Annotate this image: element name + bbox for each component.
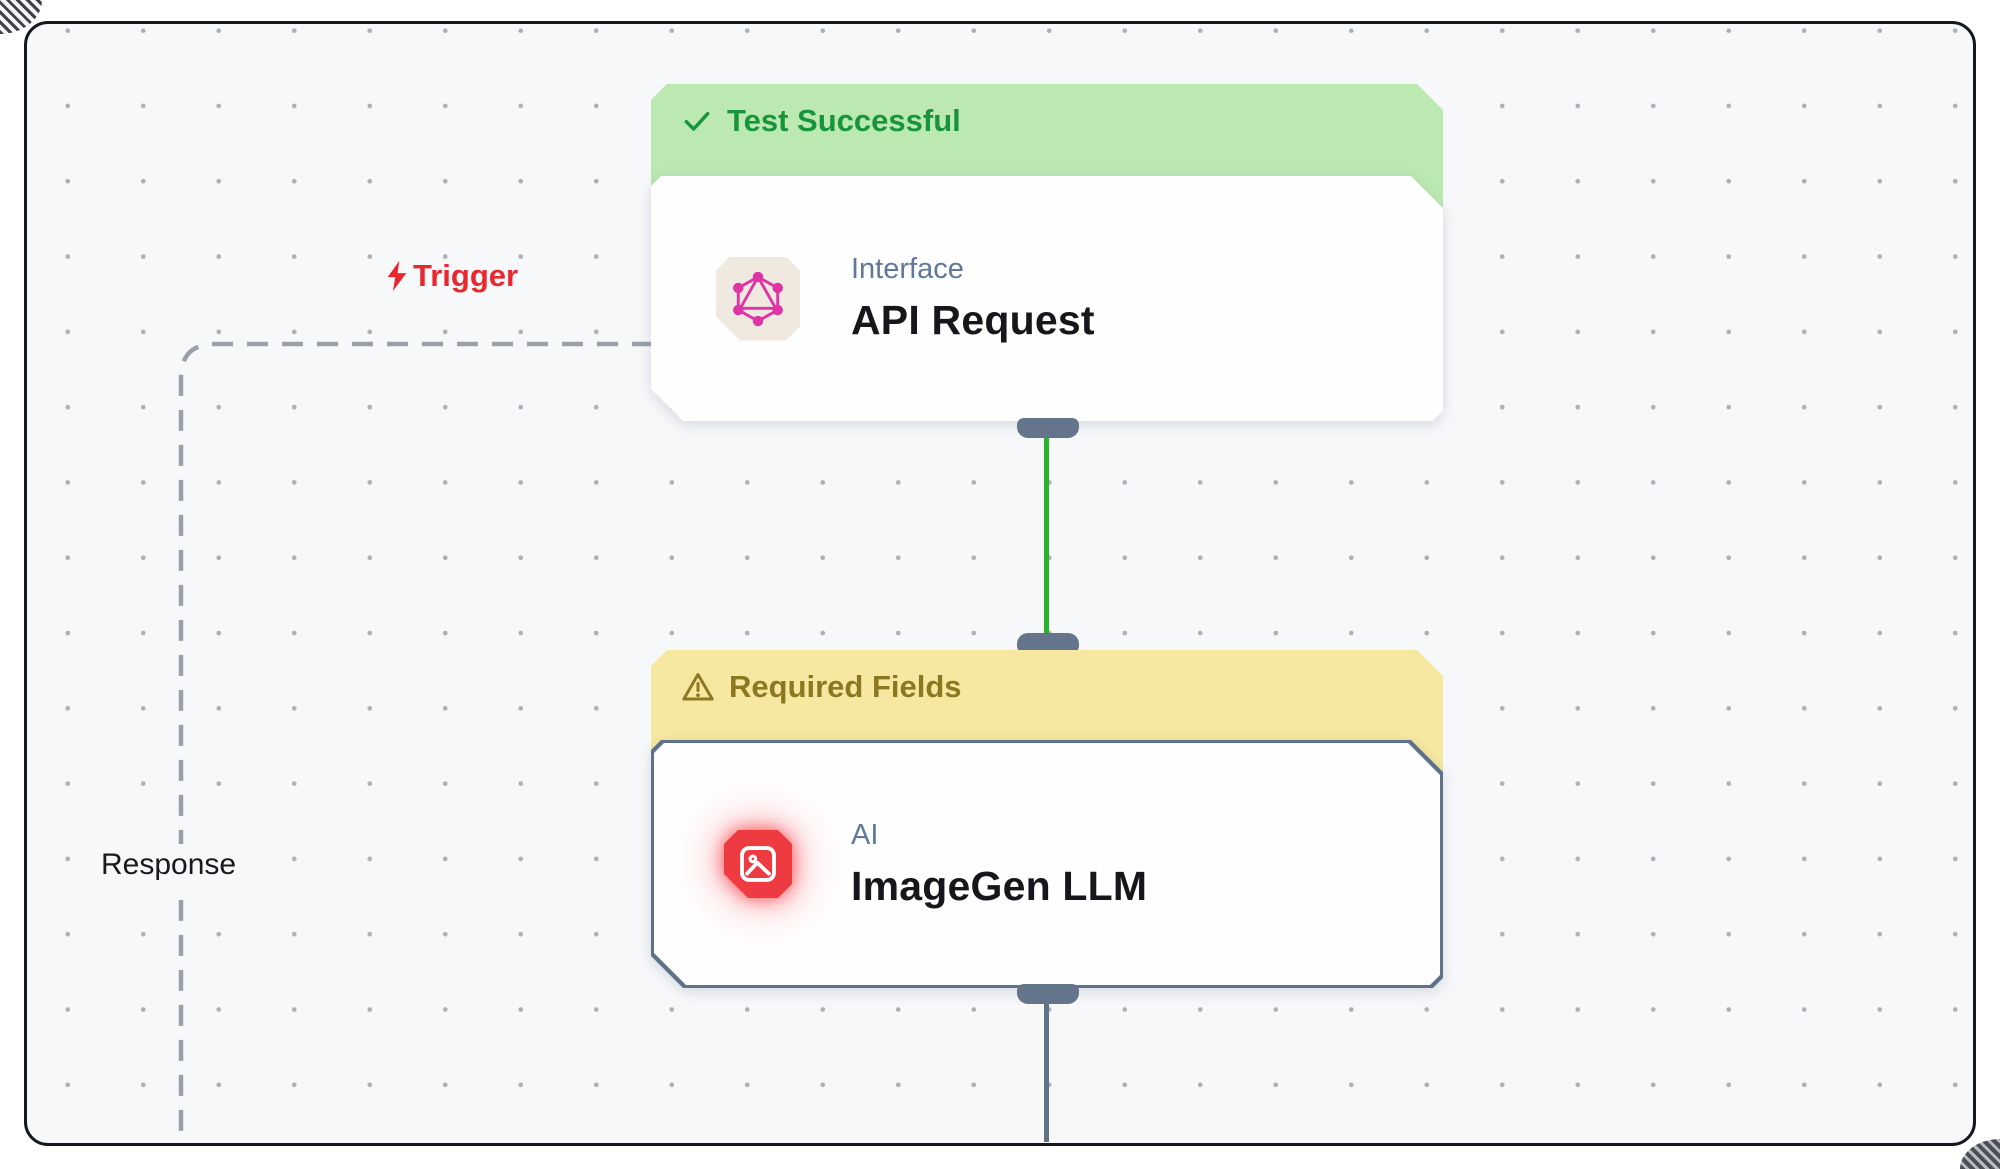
response-edge-label: Response: [91, 844, 247, 886]
warning-icon: [681, 671, 715, 703]
edge-imagegen-output[interactable]: [1044, 1001, 1049, 1142]
edge-api-to-imagegen[interactable]: [1044, 434, 1049, 636]
output-handle-imagegen[interactable]: [1017, 984, 1079, 1004]
node-category: AI: [851, 818, 879, 851]
edge-layer: [178, 341, 653, 1138]
image-icon: [724, 830, 792, 898]
trigger-label-text: Trigger: [413, 258, 519, 293]
workflow-canvas[interactable]: Trigger Response Test Successful: [24, 21, 1976, 1146]
node-category: Interface: [851, 253, 964, 285]
node-card[interactable]: Interface API Request: [651, 176, 1443, 421]
input-handle-imagegen[interactable]: [1017, 633, 1079, 653]
node-api-request[interactable]: Test Successful: [651, 84, 1443, 438]
response-edge[interactable]: [178, 341, 653, 1138]
status-label: Required Fields: [729, 669, 962, 704]
node-imagegen-llm[interactable]: Required Fields: [651, 633, 1443, 1004]
corner-decoration-bottom-right: [1960, 1139, 2000, 1169]
lightning-icon: [387, 260, 407, 292]
node-title: API Request: [851, 297, 1095, 343]
node-card-border: AI ImageGen LLM: [651, 740, 1443, 988]
node-card[interactable]: AI ImageGen LLM: [654, 743, 1440, 985]
trigger-edge-label: Trigger: [383, 258, 518, 294]
graphql-icon: [716, 257, 800, 341]
status-label: Test Successful: [727, 103, 961, 138]
node-title: ImageGen LLM: [851, 862, 1148, 909]
check-icon: [681, 105, 713, 137]
output-handle-api-request[interactable]: [1017, 418, 1079, 438]
